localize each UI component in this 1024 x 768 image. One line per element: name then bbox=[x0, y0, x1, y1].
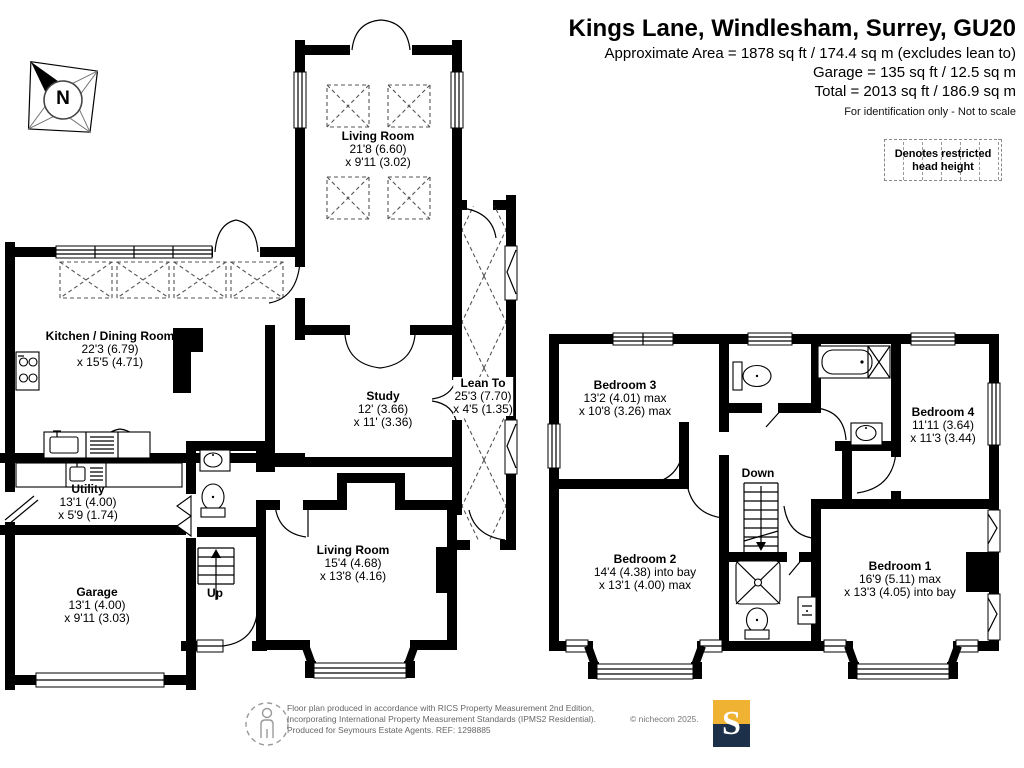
first-windows bbox=[547, 332, 1001, 653]
approximate-area: Approximate Area = 1878 sq ft / 174.4 sq… bbox=[604, 45, 1016, 62]
first-door-arcs bbox=[647, 407, 897, 576]
person-icon bbox=[245, 702, 289, 746]
room-label-living-room-top: Living Room 21'8 (6.60) x 9'11 (3.02) bbox=[341, 129, 415, 169]
room-label-kitchen-dining: Kitchen / Dining Room 22'3 (6.79) x 15'5… bbox=[45, 329, 175, 369]
stairs-down bbox=[743, 482, 779, 552]
utility-sink-icon bbox=[15, 462, 183, 488]
page-title: Kings Lane, Windlesham, Surrey, GU20 bbox=[568, 15, 1016, 42]
room-label-bedroom-4: Bedroom 4 11'11 (3.64) x 11'3 (3.44) bbox=[910, 405, 976, 445]
logo-letter: S bbox=[722, 704, 741, 742]
room-label-bedroom-1: Bedroom 1 16'9 (5.11) max x 13'3 (4.05) … bbox=[844, 559, 956, 599]
garage-area: Garage = 135 sq ft / 12.5 sq m bbox=[812, 64, 1016, 81]
room-label-utility: Utility 13'1 (4.00) x 5'9 (1.74) bbox=[58, 482, 118, 522]
shower-icon bbox=[735, 560, 781, 605]
room-label-living-room: Living Room 15'4 (4.68) x 13'8 (4.16) bbox=[316, 543, 390, 583]
stairs-up bbox=[197, 547, 235, 600]
room-label-lean-to: Lean To 25'3 (7.70) x 4'5 (1.35) bbox=[453, 376, 513, 416]
fireplace bbox=[436, 547, 450, 593]
room-label-study: Study 12' (3.66) x 11' (3.36) bbox=[353, 389, 413, 429]
header: Kings Lane, Windlesham, Surrey, GU20 App… bbox=[569, 14, 1016, 120]
total-area: Total = 2013 sq ft / 186.9 sq m bbox=[814, 83, 1016, 100]
bath-icon bbox=[817, 345, 891, 379]
copyright: © nichecom 2025. bbox=[630, 714, 699, 724]
hob-icon bbox=[15, 351, 40, 391]
lean-to-hatch bbox=[462, 206, 506, 540]
bedroom2-bay-window bbox=[584, 644, 706, 680]
first-floor-plan bbox=[547, 332, 1001, 680]
room-label-bedroom-2: Bedroom 2 14'4 (4.38) into bay x 13'1 (4… bbox=[593, 552, 697, 592]
kitchen-sink-icon bbox=[43, 430, 151, 459]
compass-north-label: N bbox=[56, 88, 70, 109]
wc-sink-icon bbox=[199, 449, 231, 472]
window-pillar bbox=[966, 552, 994, 592]
disclaimer: For identification only - Not to scale bbox=[844, 106, 1016, 118]
room-label-bedroom-3: Bedroom 3 13'2 (4.01) max x 10'8 (3.26) … bbox=[578, 378, 672, 418]
living-room-skylights bbox=[326, 84, 431, 220]
stairs-up-label: Up bbox=[207, 586, 223, 600]
bedroom1-bay-window bbox=[844, 644, 962, 680]
bathroom-sink-icon bbox=[850, 422, 883, 446]
wc-toilet-icon bbox=[200, 483, 226, 518]
kitchen-chimney bbox=[173, 328, 203, 393]
restricted-head-height-legend: Denotes restricted head height bbox=[884, 139, 1002, 181]
living-room-bay-window bbox=[301, 643, 419, 679]
footer-disclaimer: Floor plan produced in accordance with R… bbox=[287, 703, 596, 735]
landing-toilet-icon bbox=[732, 361, 772, 391]
room-label-garage: Garage 13'1 (4.00) x 9'11 (3.03) bbox=[64, 585, 130, 625]
compass-icon bbox=[27, 61, 99, 134]
kitchen-skylights bbox=[59, 261, 284, 299]
ground-windows bbox=[35, 71, 518, 688]
shower-sink-icon bbox=[797, 596, 817, 625]
shower-toilet-icon bbox=[744, 607, 770, 640]
stairs-down-label: Down bbox=[741, 466, 775, 480]
ground-floor-plan bbox=[0, 19, 518, 690]
seymours-logo: S bbox=[713, 700, 750, 747]
bifold-door bbox=[176, 494, 192, 538]
